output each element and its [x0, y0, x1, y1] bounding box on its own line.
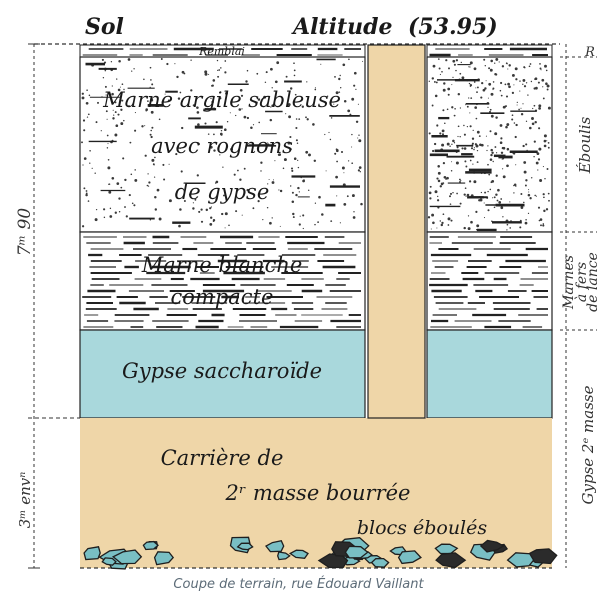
dimension-upper: 7ᵐ 90	[15, 208, 35, 256]
marne-argile-line3: de gypse	[175, 180, 270, 204]
marl-dash-texture	[82, 47, 548, 329]
right-label-gypse-masse: Gypse 2ᵉ masse	[579, 385, 597, 504]
right-label-fers: à fers	[574, 262, 590, 302]
blocs-eboules-label: blocs éboulés	[357, 517, 488, 539]
shaft	[367, 44, 426, 419]
carriere-line1: Carrière de	[161, 446, 284, 470]
right-label-eboulis: Éboulis	[576, 116, 594, 174]
carriere-layer	[80, 418, 552, 568]
right-label-lance: de lance	[585, 252, 597, 312]
gypse-label: Gypse saccharoïde	[122, 359, 322, 383]
gypse-layer-right	[426, 329, 553, 419]
carriere-line2: 2ʳ masse bourrée	[225, 481, 411, 505]
marne-blanche-line1: Marne blanche	[141, 253, 303, 277]
altitude-label: Altitude	[291, 14, 392, 40]
geological-section-diagram: Sol Altitude (53.95) Remblai Marne argil…	[15, 14, 597, 570]
gypse-layer	[79, 329, 366, 419]
marne-blanche-line2: compacte	[171, 285, 274, 309]
remblai-label: Remblai	[198, 45, 245, 58]
right-label-r: R	[584, 45, 595, 60]
rubble-blocks	[83, 536, 558, 570]
marne-argile-layer	[79, 56, 366, 233]
figure-caption: Coupe de terrain, rue Édouard Vaillant	[173, 577, 424, 592]
right-label-marnes: Marnes	[561, 255, 577, 310]
marne-argile-line1: Marne argile sableuse	[102, 88, 341, 112]
sol-label: Sol	[85, 14, 124, 40]
dimension-lower: 3ᵐ envⁿ	[16, 472, 34, 529]
altitude-value: (53.95)	[408, 14, 498, 40]
sand-speckle-texture	[81, 57, 551, 231]
marne-argile-line2: avec rognons	[151, 134, 293, 158]
